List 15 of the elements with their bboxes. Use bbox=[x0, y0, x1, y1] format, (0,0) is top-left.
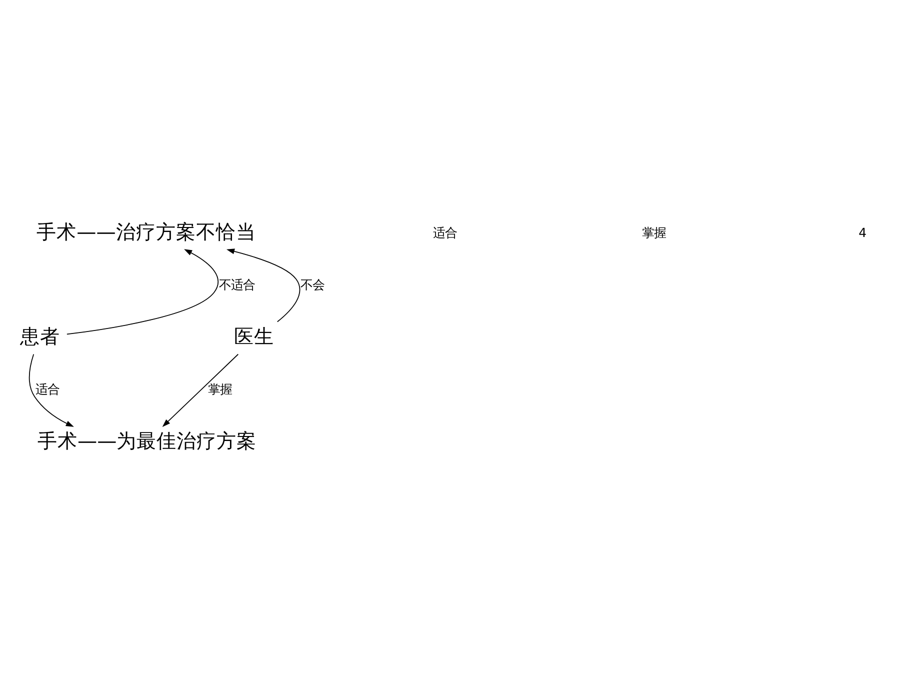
edge-label: 不会 bbox=[300, 276, 325, 292]
arrow bbox=[66, 248, 219, 334]
edge-label: 适合 bbox=[36, 380, 60, 396]
arrow bbox=[226, 248, 300, 322]
label: 掌握 bbox=[642, 224, 666, 240]
arrow bbox=[162, 353, 239, 426]
node-text: 手术——为最佳治疗方案 bbox=[38, 428, 257, 452]
node-text: 医生 bbox=[234, 324, 274, 348]
label: 适合 bbox=[433, 224, 458, 240]
node-text: 患者 bbox=[20, 324, 60, 348]
edge-label: 不适合 bbox=[218, 276, 255, 292]
arrow bbox=[29, 353, 74, 426]
node-text: 手术——治疗方案不恰当 bbox=[36, 220, 256, 244]
edge-label: 掌握 bbox=[208, 380, 232, 396]
label: 4 bbox=[858, 224, 867, 240]
